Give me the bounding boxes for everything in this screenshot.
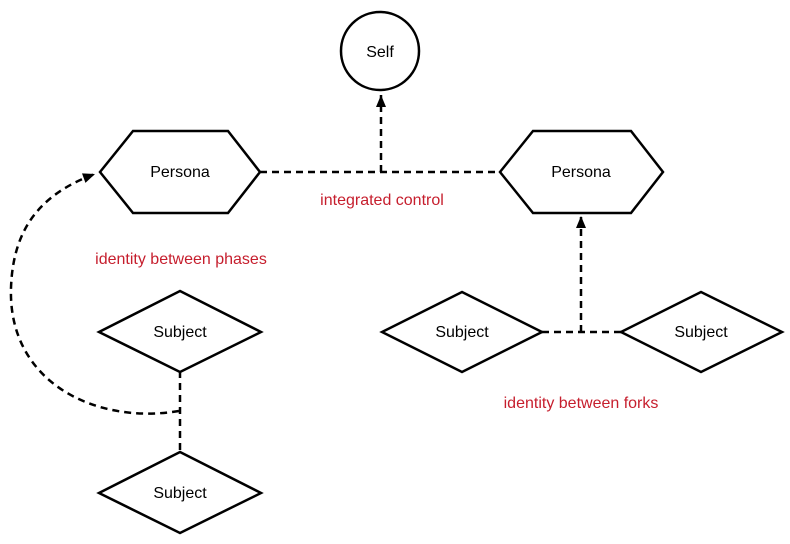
subject-right-diamond: [618, 290, 785, 374]
subject-right-label: Subject: [674, 324, 728, 341]
node-subject-right: Subject: [618, 290, 785, 374]
persona-right-label: Persona: [551, 164, 611, 181]
annotation-identity-between-phases: identity between phases: [95, 251, 267, 268]
self-circle: [339, 10, 421, 92]
edge-phases-to-persona-arrow: [9, 172, 180, 415]
subject-middle-diamond: [379, 290, 545, 374]
annotation-integrated-control: integrated control: [320, 192, 444, 209]
node-subject-lower-left: Subject: [96, 450, 264, 535]
persona-left-hexagon: [98, 129, 262, 215]
node-persona-left: Persona: [98, 129, 262, 215]
annotations: integrated control identity between phas…: [95, 192, 658, 412]
subject-lower-left-diamond: [96, 450, 264, 535]
node-subject-upper-left: Subject: [96, 289, 264, 374]
subject-middle-label: Subject: [435, 324, 489, 341]
node-self: Self: [339, 10, 421, 92]
self-label: Self: [366, 44, 394, 61]
subject-lower-left-label: Subject: [153, 485, 207, 502]
subject-upper-left-diamond: [96, 289, 264, 374]
edges: [9, 95, 622, 452]
persona-right-hexagon: [498, 129, 665, 215]
persona-left-label: Persona: [150, 164, 210, 181]
annotation-identity-between-forks: identity between forks: [504, 395, 659, 412]
subject-upper-left-label: Subject: [153, 324, 207, 341]
node-subject-middle: Subject: [379, 290, 545, 374]
node-persona-right: Persona: [498, 129, 665, 215]
